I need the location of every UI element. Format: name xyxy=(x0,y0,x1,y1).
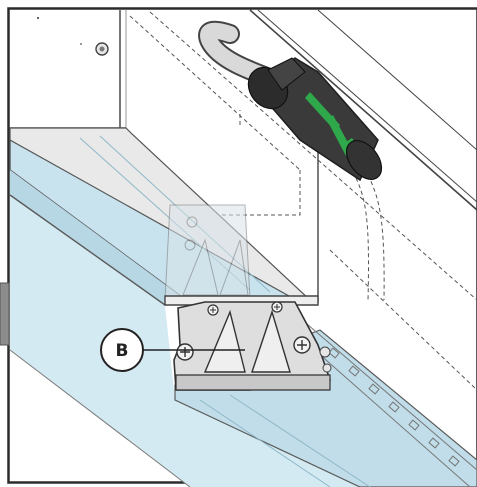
rear-bracket xyxy=(164,204,251,301)
cable-gland xyxy=(247,57,383,182)
side-tab xyxy=(0,282,10,346)
callout-b: B xyxy=(100,328,245,372)
bracket-screw-icon xyxy=(207,304,219,316)
ceiling-screw-icon xyxy=(95,42,109,56)
ceiling-panel xyxy=(10,10,127,135)
mounting-bracket xyxy=(173,301,332,391)
wall-edges xyxy=(249,9,477,211)
hidden-lines xyxy=(129,11,477,391)
bracket-screw-icon xyxy=(176,343,194,361)
bracket-screw-icon xyxy=(271,301,283,313)
callout-label: B xyxy=(116,341,129,361)
bracket-screw-icon xyxy=(293,336,311,354)
